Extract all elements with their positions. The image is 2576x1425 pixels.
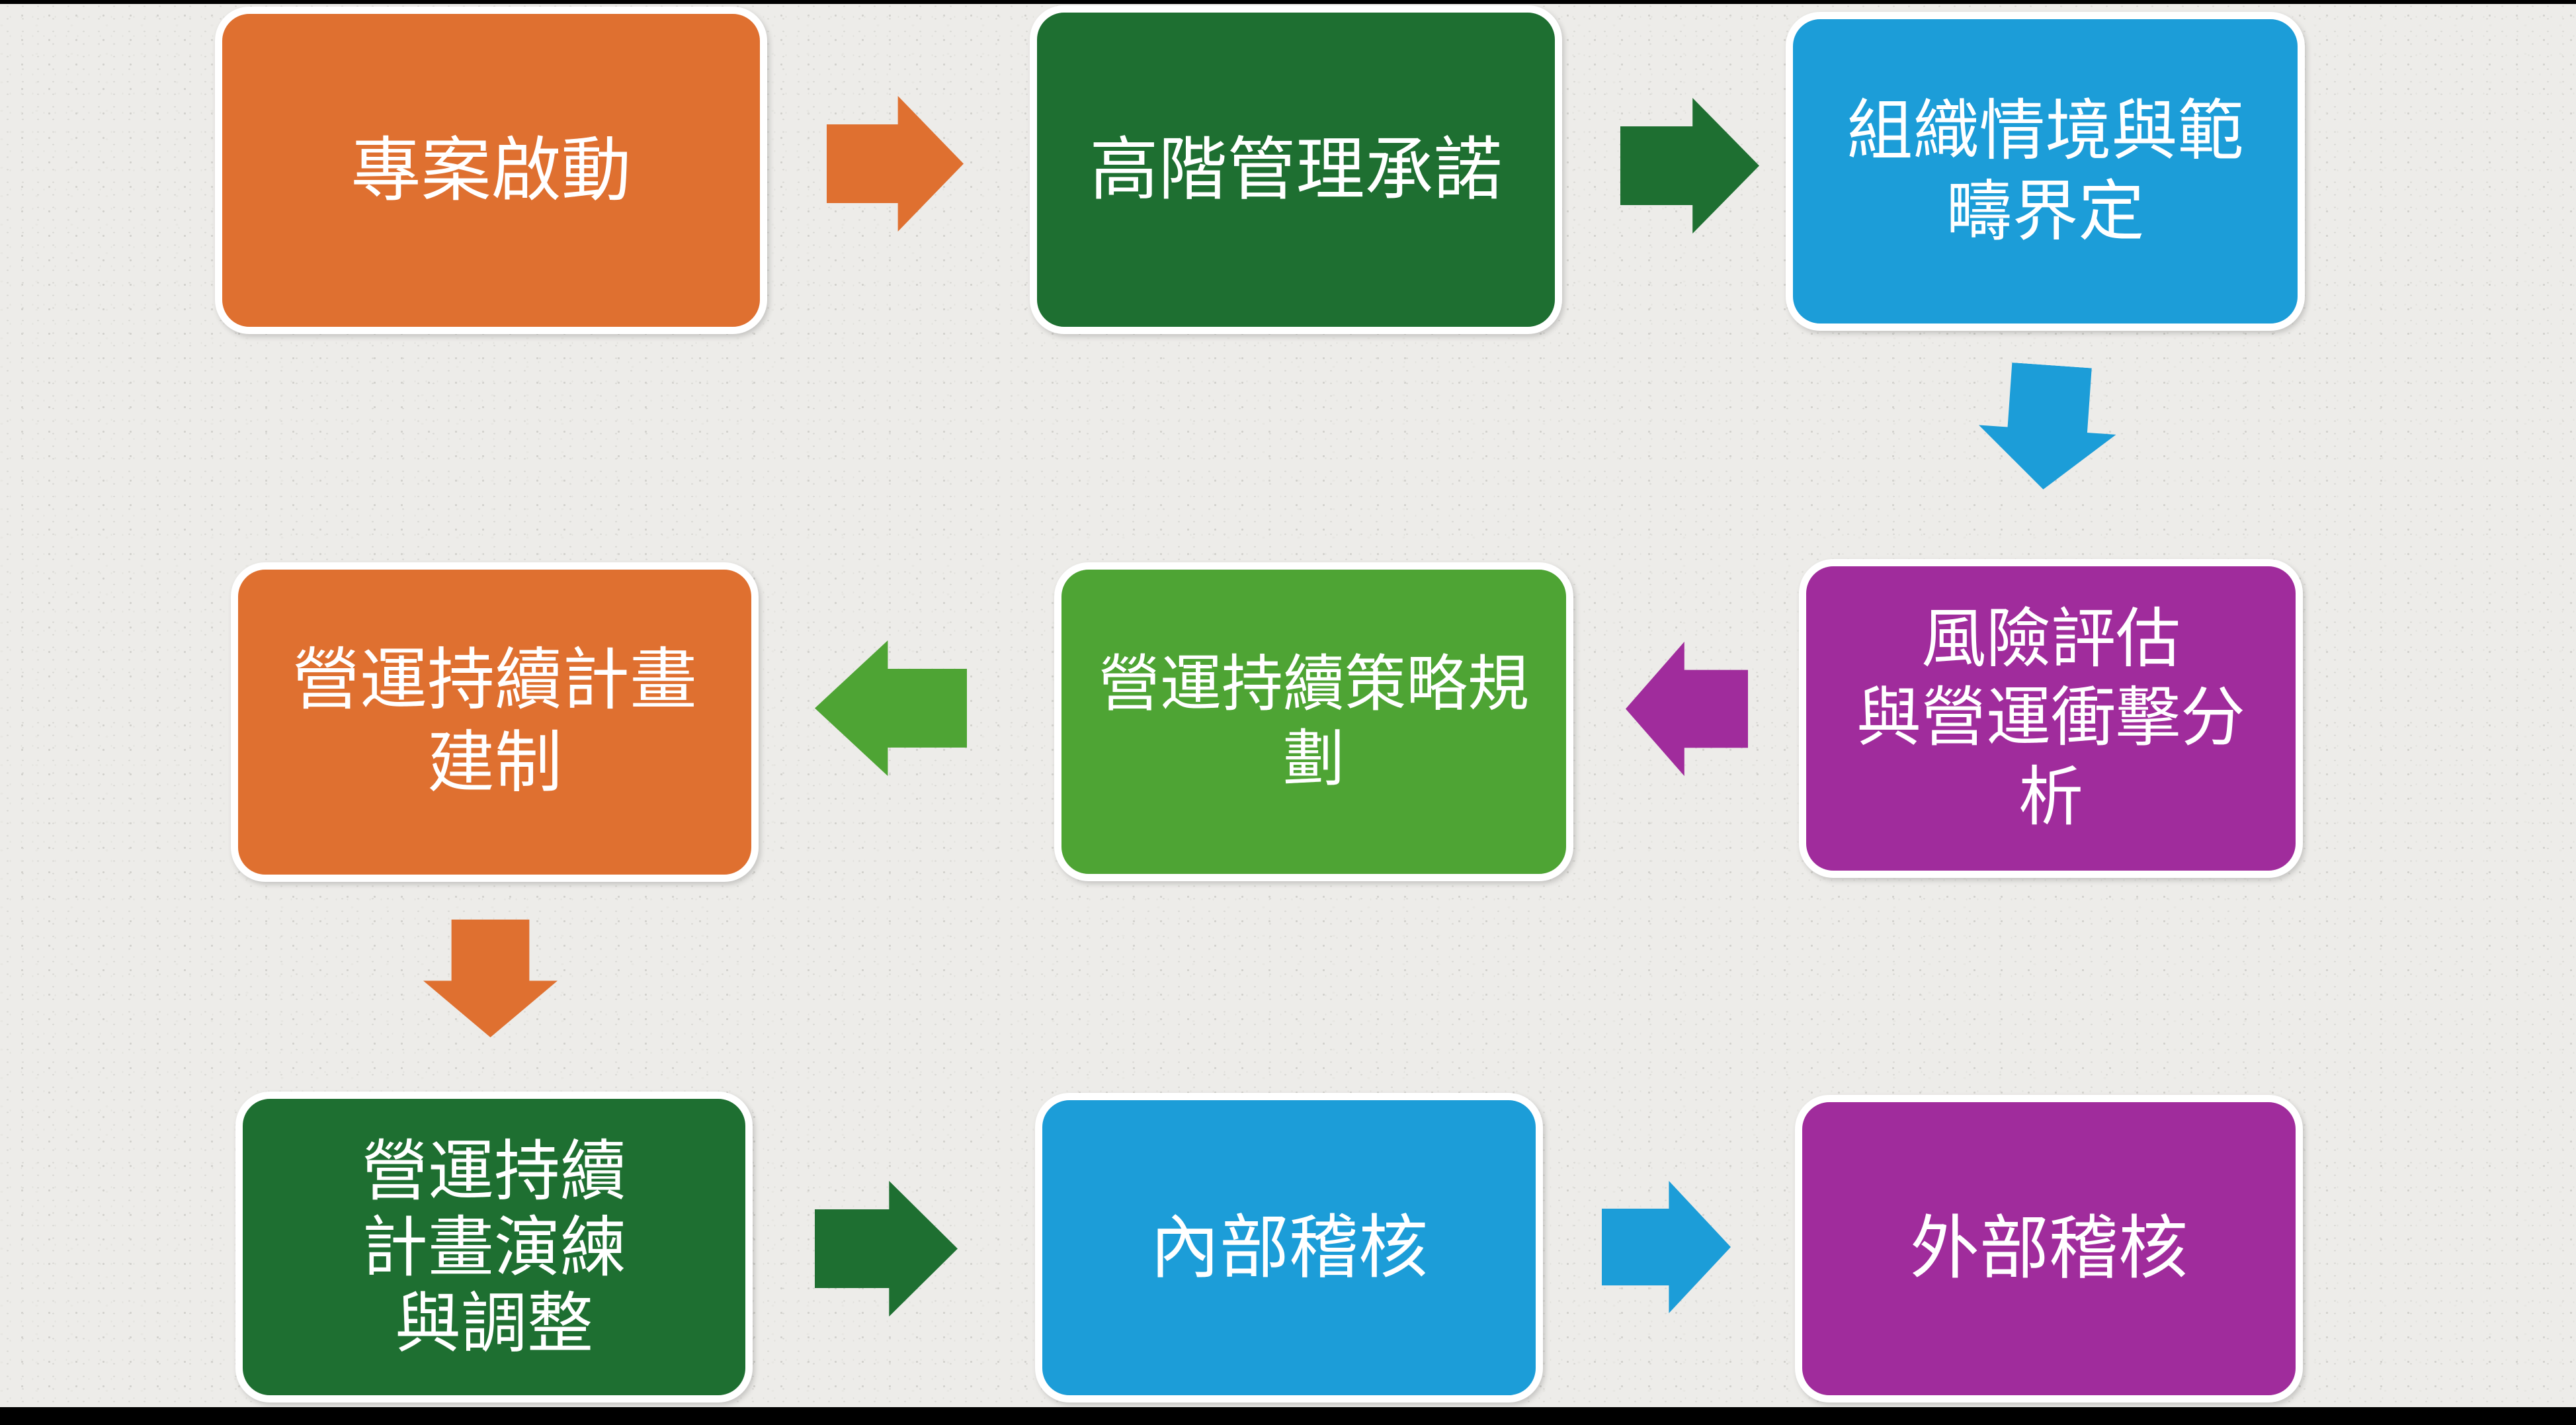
flow-step-5-label: 營運持續策略規 劃: [1099, 648, 1529, 795]
flow-step-4-box: 風險評估 與營運衝擊分 析: [1799, 559, 2303, 878]
flow-step-4-label: 風險評估 與營運衝擊分 析: [1856, 601, 2245, 835]
flow-step-5-box: 營運持續策略規 劃: [1054, 562, 1573, 881]
flow-step-3-box: 組織情境與範 疇界定: [1786, 12, 2305, 331]
flow-step-2-box: 高階管理承諾: [1030, 5, 1562, 334]
flow-step-9-label: 外部稽核: [1909, 1208, 2188, 1289]
flow-step-2-label: 高階管理承諾: [1089, 129, 1503, 210]
flow-arrow-5-left-icon: [815, 640, 967, 776]
flow-arrow-6-down-icon: [423, 920, 558, 1037]
flow-step-6-box: 營運持續計畫 建制: [231, 562, 759, 882]
flow-step-6-label: 營運持續計畫 建制: [292, 641, 697, 802]
flow-step-7-box: 營運持續 計畫演練 與調整: [235, 1092, 753, 1403]
flow-step-1-label: 專案啟動: [351, 129, 632, 211]
flow-arrow-7-right-icon: [815, 1181, 958, 1317]
flow-step-8-box: 內部稽核: [1035, 1093, 1543, 1403]
flow-step-1-box: 專案啟動: [215, 7, 767, 334]
flow-step-7-label: 營運持續 計畫演練 與調整: [362, 1132, 626, 1362]
flow-step-3-label: 組織情境與範 疇界定: [1847, 92, 2244, 250]
flow-arrow-3-down-icon: [1975, 361, 2121, 494]
flow-arrow-8-right-icon: [1602, 1181, 1731, 1313]
flow-arrow-4-left-icon: [1626, 642, 1748, 776]
flow-step-8-label: 內部稽核: [1149, 1207, 1428, 1288]
flow-arrow-2-right-icon: [1620, 98, 1759, 234]
bottom-border-bar: [0, 1407, 2576, 1425]
flow-step-9-box: 外部稽核: [1795, 1095, 2303, 1403]
top-border-line: [0, 0, 2576, 4]
flow-arrow-1-right-icon: [827, 96, 964, 232]
